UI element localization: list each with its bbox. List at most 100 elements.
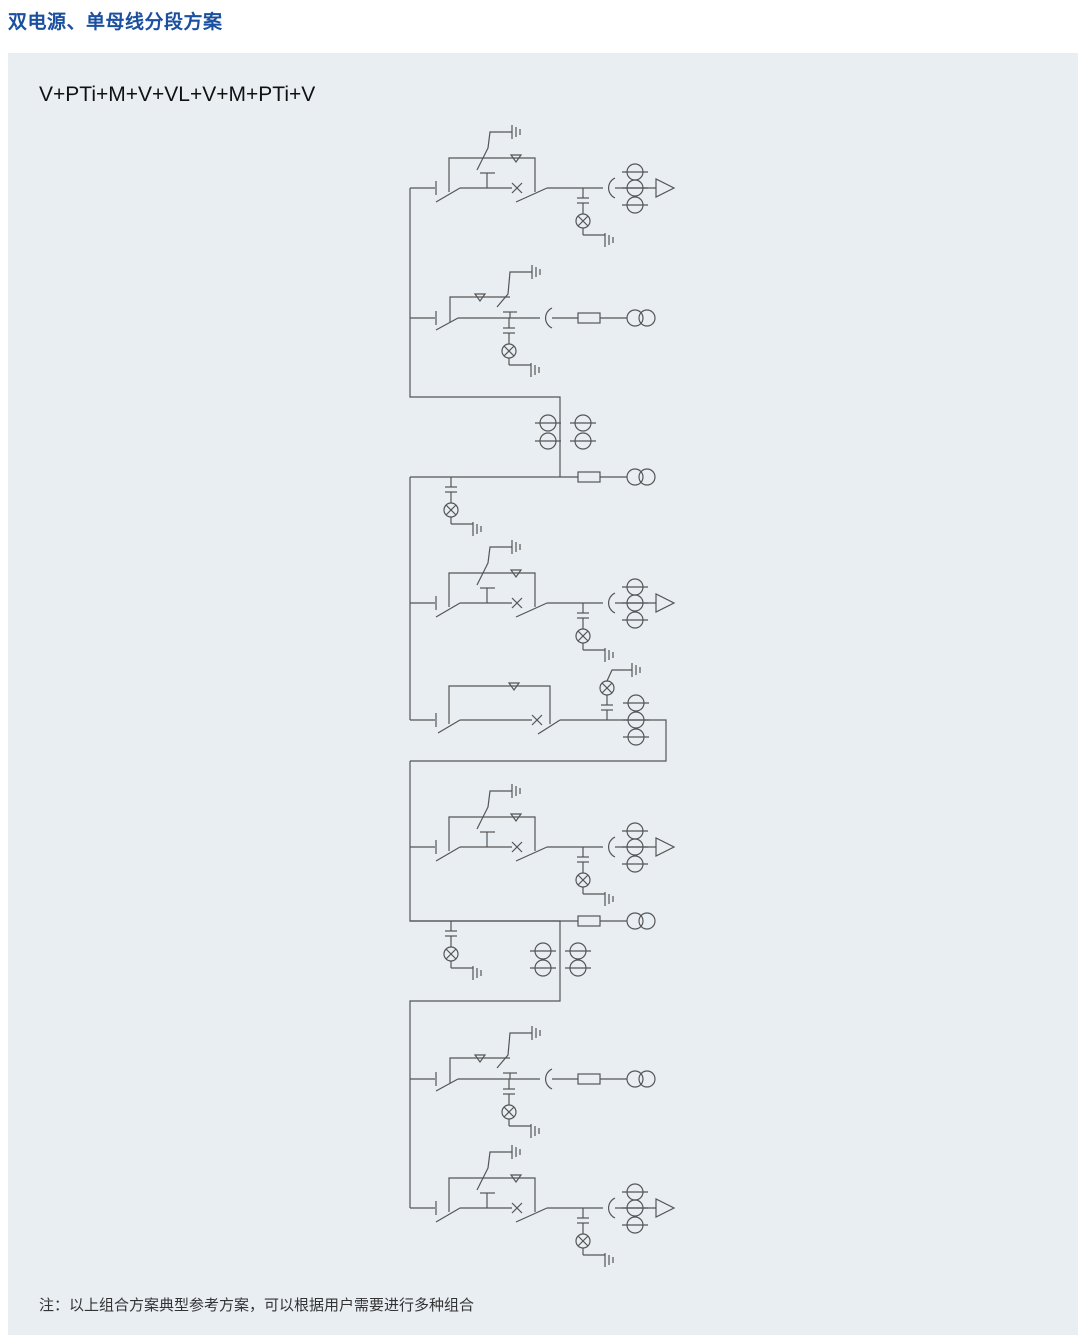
ground-icon	[472, 522, 482, 536]
voltage-indicator-icon	[575, 188, 614, 247]
busbar-section-3	[409, 761, 561, 1208]
wire	[503, 345, 515, 357]
voltage-indicator-icon	[501, 1079, 540, 1138]
fuse-icon	[577, 915, 601, 927]
wire	[606, 669, 632, 682]
isolator-blade	[435, 846, 461, 862]
cable-head-icon	[607, 592, 616, 614]
ground-icon	[604, 1253, 614, 1267]
ground-icon	[511, 125, 521, 139]
voltage-indicator-icon	[443, 477, 482, 536]
ground-icon	[530, 363, 540, 377]
earth-switch	[476, 790, 512, 830]
ground-icon	[511, 1145, 521, 1159]
isolator-blade	[435, 187, 461, 203]
transformer-winding	[626, 468, 644, 486]
earth-switch	[496, 271, 532, 308]
feeder-unit-v	[410, 540, 676, 662]
page-title: 双电源、单母线分段方案	[8, 11, 223, 33]
breaker-x	[511, 182, 523, 194]
voltage-indicator-icon	[443, 921, 482, 980]
transformer-winding	[638, 309, 656, 327]
wire	[503, 1106, 515, 1118]
isolator-blade	[437, 719, 461, 734]
transformer-winding	[638, 912, 656, 930]
transformer-winding	[626, 912, 644, 930]
cable-head-icon	[544, 307, 553, 329]
wire	[577, 1235, 589, 1247]
breaker-x	[511, 1202, 523, 1214]
interlock-triangle-icon	[507, 682, 521, 692]
interlock-triangle-icon	[473, 293, 487, 303]
ground-icon	[604, 648, 614, 662]
interlock-frame	[449, 296, 510, 322]
bus-tie-unit-vl	[410, 663, 667, 762]
earth-switch	[476, 1151, 512, 1191]
diagram-panel	[8, 53, 1078, 1335]
ground-icon	[531, 1026, 541, 1040]
breaker-x	[531, 714, 543, 726]
cable-head-icon	[607, 177, 616, 199]
interlock-frame	[448, 816, 536, 851]
cable-outlet-arrow-icon	[655, 593, 676, 613]
feeder-unit-v	[410, 784, 676, 906]
breaker-x	[511, 841, 523, 853]
isolator-blade	[515, 602, 548, 618]
interlock-frame	[448, 1177, 536, 1212]
wire	[577, 874, 589, 886]
cable-outlet-arrow-icon	[655, 178, 676, 198]
wire	[445, 948, 457, 960]
earth-switch	[496, 1032, 532, 1069]
breaker-x	[511, 597, 523, 609]
isolator-blade	[435, 1207, 461, 1223]
interlock-frame	[448, 685, 551, 724]
isolator-blade	[515, 187, 548, 203]
ground-icon	[531, 265, 541, 279]
bus-ct-pair	[530, 942, 591, 977]
ground-icon	[604, 233, 614, 247]
busbar-section-1	[409, 188, 561, 477]
feeder-unit-v	[410, 1145, 676, 1267]
transformer-winding	[638, 468, 656, 486]
isolator-blade	[515, 1207, 548, 1223]
cable-head-icon	[607, 1197, 616, 1219]
interlock-frame	[448, 157, 536, 192]
voltage-indicator-icon	[575, 847, 614, 906]
ground-icon	[604, 892, 614, 906]
pt-unit-pti	[410, 1026, 656, 1138]
scheme-code: V+PTi+M+V+VL+V+M+PTi+V	[39, 83, 316, 106]
interlock-triangle-icon	[509, 1174, 523, 1184]
cable-head-icon	[607, 836, 616, 858]
ground-icon	[511, 540, 521, 554]
pt-unit-pti	[410, 265, 656, 377]
interlock-triangle-icon	[509, 154, 523, 164]
fuse-icon	[577, 312, 601, 324]
ground-icon	[530, 1124, 540, 1138]
interlock-triangle-icon	[509, 813, 523, 823]
isolator-blade	[435, 317, 459, 331]
transformer-winding	[638, 1070, 656, 1088]
earth-switch	[476, 546, 512, 586]
transformer-winding	[626, 1070, 644, 1088]
voltage-indicator-icon	[575, 603, 614, 662]
voltage-indicator-icon	[575, 1208, 614, 1267]
isolator-blade	[435, 1078, 459, 1092]
metering-unit-m	[410, 912, 656, 980]
transformer-winding	[626, 309, 644, 327]
interlock-triangle-icon	[509, 569, 523, 579]
interlock-frame	[448, 572, 536, 607]
interlock-triangle-icon	[473, 1054, 487, 1064]
ground-icon	[472, 966, 482, 980]
cable-outlet-arrow-icon	[655, 1198, 676, 1218]
metering-unit-m	[410, 468, 656, 536]
fuse-icon	[577, 1073, 601, 1085]
wire	[601, 682, 613, 694]
wire	[577, 630, 589, 642]
cable-outlet-arrow-icon	[655, 837, 676, 857]
cable-head-icon	[544, 1068, 553, 1090]
busbar	[409, 188, 561, 1208]
voltage-indicator-icon	[501, 318, 540, 377]
bus-tie-link	[410, 719, 667, 762]
bus-ct-pair	[535, 414, 596, 450]
